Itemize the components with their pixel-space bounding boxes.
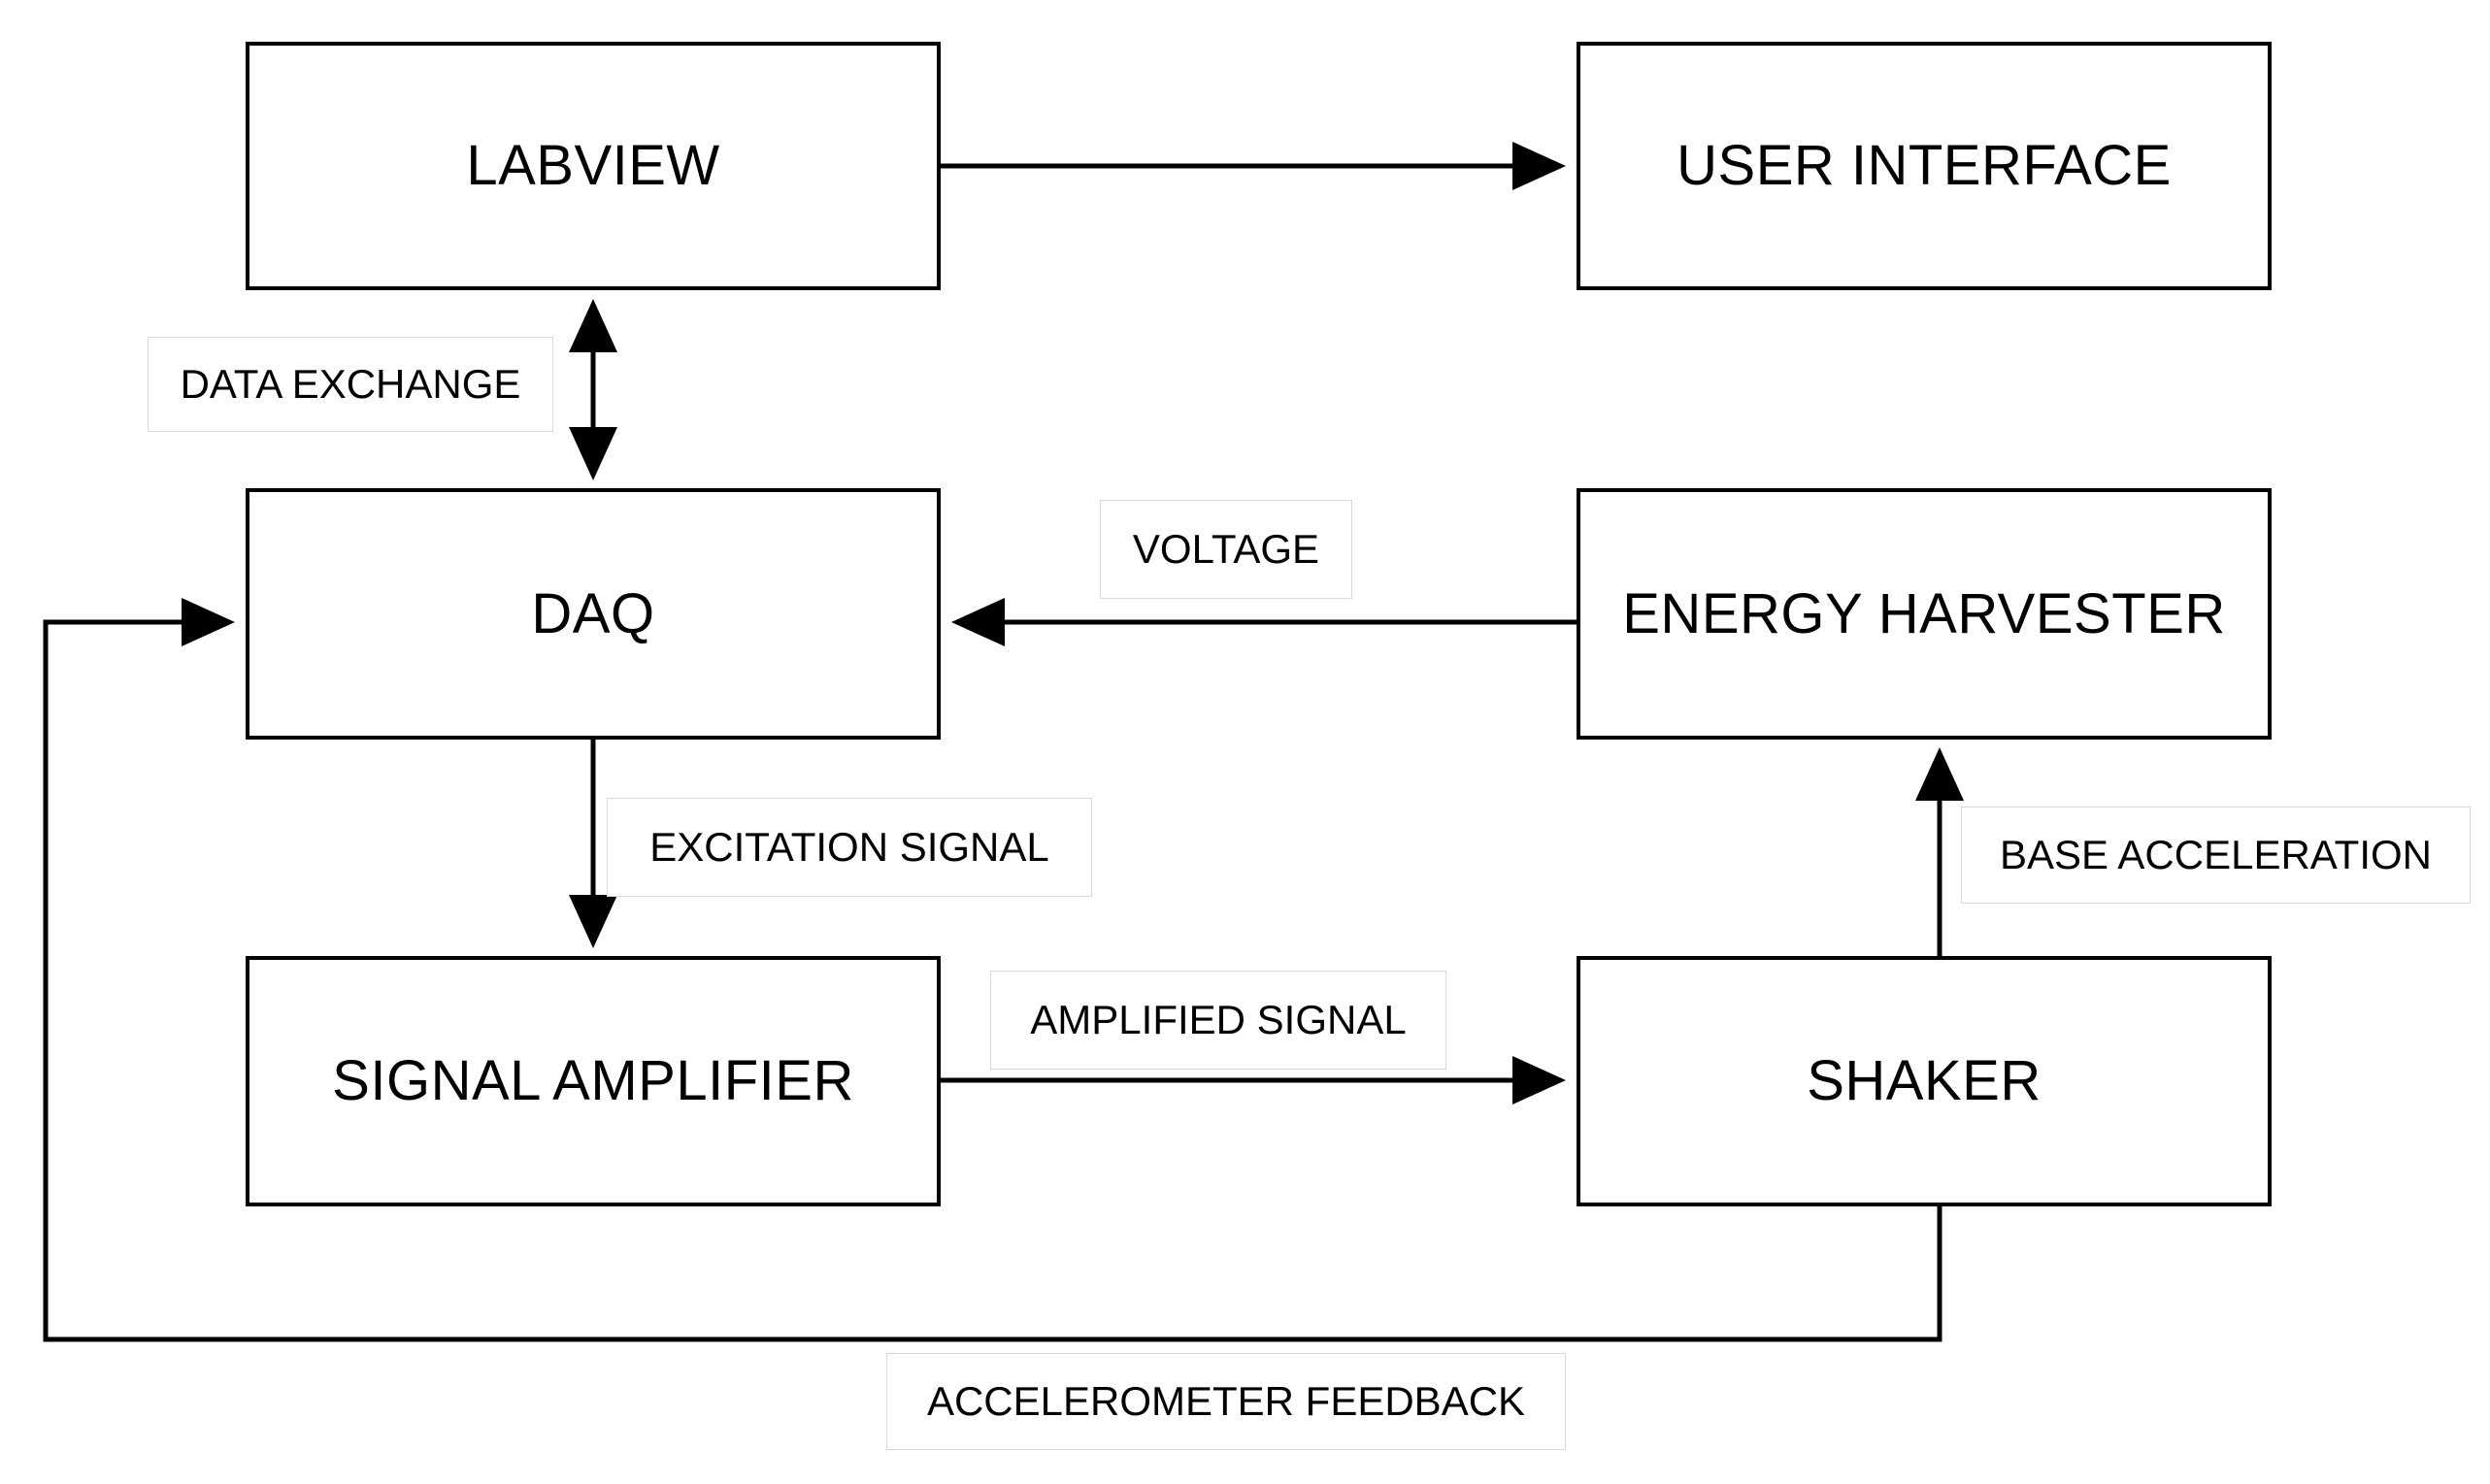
edge-label-data-exchange-text: DATA EXCHANGE [180,361,521,407]
node-daq-label: DAQ [531,581,655,645]
node-user-interface[interactable]: USER INTERFACE [1577,42,2272,290]
node-signal-amplifier-label: SIGNAL AMPLIFIER [332,1049,854,1112]
edge-label-base-acceleration-text: BASE ACCELERATION [1999,832,2433,877]
edge-label-amplified-signal: AMPLIFIED SIGNAL [990,971,1446,1070]
edge-label-voltage: VOLTAGE [1100,500,1352,599]
edge-label-base-acceleration: BASE ACCELERATION [1961,807,2471,904]
node-labview-label: LABVIEW [466,134,720,197]
edge-label-accelerometer-feedback-text: ACCELEROMETER FEEDBACK [926,1378,1526,1424]
node-user-interface-label: USER INTERFACE [1677,134,2172,197]
node-energy-harvester[interactable]: ENERGY HARVESTER [1577,488,2272,740]
node-signal-amplifier[interactable]: SIGNAL AMPLIFIER [246,956,941,1206]
edge-label-accelerometer-feedback: ACCELEROMETER FEEDBACK [886,1353,1566,1450]
node-shaker-label: SHAKER [1807,1049,2042,1112]
edge-label-voltage-text: VOLTAGE [1132,526,1320,572]
node-labview[interactable]: LABVIEW [246,42,941,290]
edge-label-amplified-signal-text: AMPLIFIED SIGNAL [1030,997,1407,1042]
node-daq[interactable]: DAQ [246,488,941,740]
edge-label-excitation-signal-text: EXCITATION SIGNAL [649,824,1049,870]
edge-label-excitation-signal: EXCITATION SIGNAL [607,798,1092,897]
edge-label-data-exchange: DATA EXCHANGE [148,337,553,432]
node-energy-harvester-label: ENERGY HARVESTER [1622,581,2226,645]
node-shaker[interactable]: SHAKER [1577,956,2272,1206]
